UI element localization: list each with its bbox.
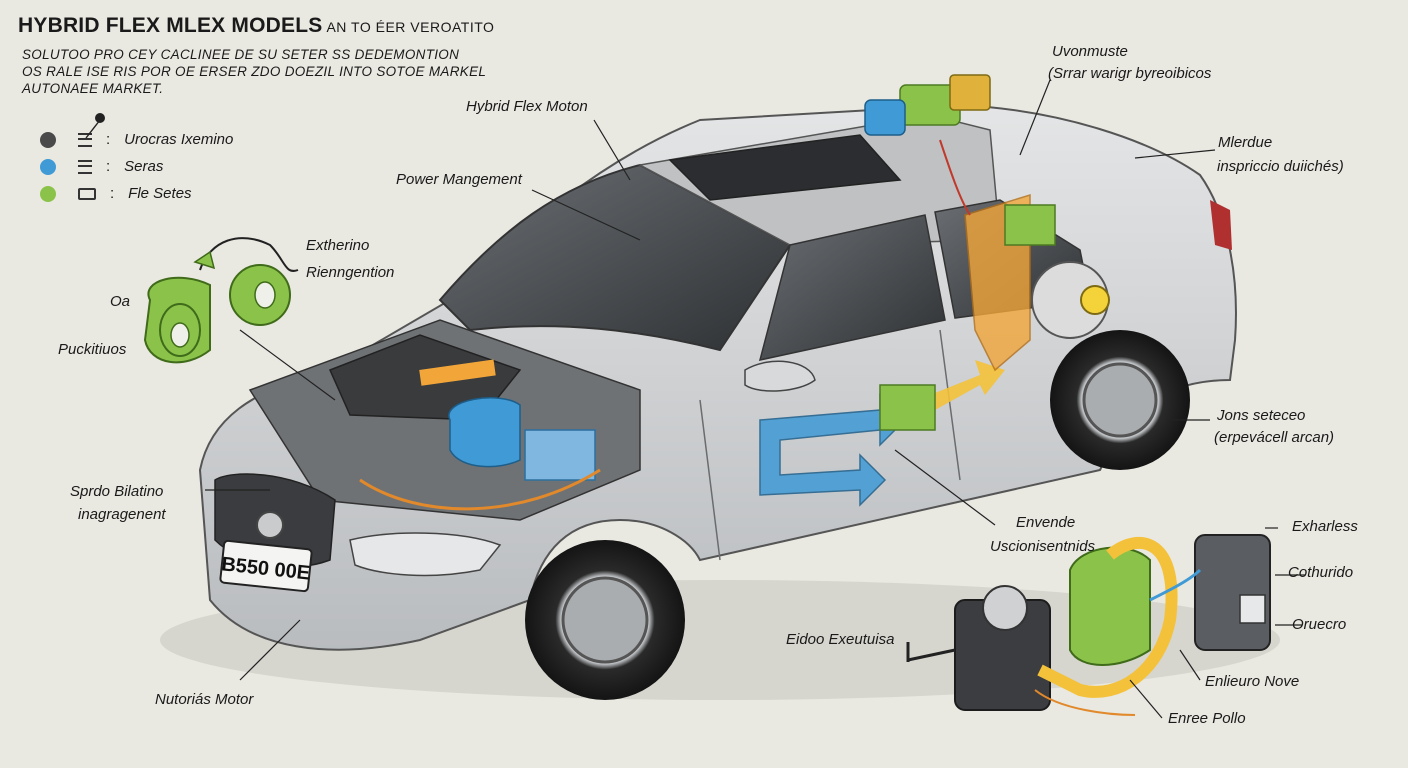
subtitle-line-1: SOLUTOO PRO CEY CACLINEE DE SU SETER SS …: [22, 47, 460, 62]
sunroof: [668, 134, 902, 201]
callout-jons-line2: (erpevácell arcan): [1214, 429, 1335, 446]
ring-left-hole: [170, 322, 190, 348]
battery-module: [524, 429, 596, 481]
front-side-window: [758, 214, 946, 361]
rear-green-module: [1004, 204, 1056, 246]
callout-leader-lines: [205, 79, 1305, 719]
grey-inverter-unit: [1194, 534, 1271, 651]
callout-uvonmuste-line2: (Srrar warigr byreoibicos: [1048, 65, 1212, 82]
lines-icon: [78, 132, 92, 147]
callout-coturido: Cothurido: [1288, 564, 1354, 581]
legend-item-1: : Urocras Ixemino: [40, 126, 233, 153]
dark-motor-shaft: [907, 648, 956, 662]
brand-emblem: [256, 511, 284, 539]
green-motor-unit: [1069, 546, 1151, 666]
front-rim: [561, 576, 649, 664]
windshield: [438, 163, 792, 352]
blue-intake: [448, 397, 521, 468]
callout-oa: Oa: [110, 293, 131, 310]
legend-dot-dark: [40, 131, 56, 148]
callout-nutorias-motor: Nutoriás Motor: [155, 691, 254, 708]
box-icon: [78, 187, 96, 200]
blue-cable: [1149, 568, 1202, 602]
title-suffix: AN TO ÉER VEROATITO: [326, 19, 495, 35]
rear-motor-hub: [1080, 285, 1110, 315]
legend-label-3: Fle Setes: [128, 185, 192, 202]
legend-item-3: : Fle Setes: [40, 180, 233, 207]
rear-light: [1210, 200, 1232, 250]
side-mirror: [744, 360, 816, 392]
callout-spirdo-line2: inagragenent: [78, 506, 166, 523]
top-motor-cable: [939, 139, 971, 216]
callout-enree-pollo: Enree Pollo: [1168, 710, 1246, 727]
door-lines: [699, 329, 961, 561]
green-module-door: [879, 384, 936, 431]
ring-connector-wire: [199, 237, 299, 272]
callout-jons-line1: Jons seteceo: [1217, 407, 1306, 424]
headlight: [349, 532, 502, 577]
callout-puckitiuos: Puckitiuos: [58, 341, 127, 358]
callout-envende-line2: Uscionisentnids: [990, 538, 1096, 555]
legend-colon: :: [106, 131, 111, 148]
top-motor-yellow: [949, 74, 991, 111]
lines-icon: [78, 159, 92, 174]
legend-label-2: Seras: [124, 158, 164, 175]
callout-oruecro: Oruecro: [1292, 616, 1347, 633]
legend-dot-green: [40, 185, 56, 202]
legend-dot-blue: [40, 158, 56, 175]
legend-pointer-dot: [95, 113, 105, 123]
legend-pointer-line: [85, 119, 101, 139]
top-motor-blue: [864, 99, 906, 136]
dark-motor-face: [982, 585, 1028, 631]
callout-uvonmuste-line1: Uvonmuste: [1052, 43, 1128, 60]
callout-eidoo: Eidoo Exeutuisa: [786, 631, 895, 648]
callout-mlerdue-line2: inspriccio duiichés): [1217, 158, 1344, 175]
callout-power-management: Power Mangement: [396, 171, 522, 188]
title-main: HYBRID FLEX MLEX MODELS: [18, 14, 323, 37]
engine-label-strip: [419, 359, 496, 386]
legend-colon: :: [106, 158, 111, 175]
callout-mlerdue-line1: Mlerdue: [1218, 134, 1273, 151]
diagram-subtitle: SOLUTOO PRO CEY CACLINEE DE SU SETER SS …: [22, 46, 486, 97]
license-plate: [219, 539, 313, 593]
callout-envende-line1: Envende: [1016, 514, 1076, 531]
front-wiring: [359, 468, 601, 511]
callout-hybrid-flex-motor: Hybrid Flex Moton: [466, 98, 588, 115]
legend-colon: :: [110, 185, 115, 202]
yellow-flow-arrow: [930, 360, 1005, 410]
callout-rienngention: Rienngention: [306, 264, 395, 281]
ring-right-hole: [254, 281, 276, 309]
inverter-label-panel: [1239, 594, 1266, 624]
yellow-coolant-pipe: [1037, 536, 1178, 698]
callout-enlieuro: Enlieuro Nove: [1205, 673, 1300, 690]
callout-exthering: Extherino: [306, 237, 370, 254]
connector-plug: [193, 250, 216, 270]
callout-exhariess: Exharless: [1292, 518, 1358, 535]
orange-cable-bottom: [1034, 689, 1136, 716]
callout-spirdo-line1: Sprdo Bilatino: [70, 483, 164, 500]
rear-rim: [1082, 362, 1158, 438]
legend: : Urocras Ixemino : Seras : Fle Setes: [40, 126, 233, 207]
subtitle-line-2: OS RALE ISE RIS POR OE ERSER ZDO DOEZIL …: [22, 64, 487, 79]
legend-label-1: Urocras Ixemino: [124, 131, 234, 148]
legend-item-2: : Seras: [40, 153, 233, 180]
subtitle-line-3: AUTONAEE MARKET.: [22, 81, 164, 96]
